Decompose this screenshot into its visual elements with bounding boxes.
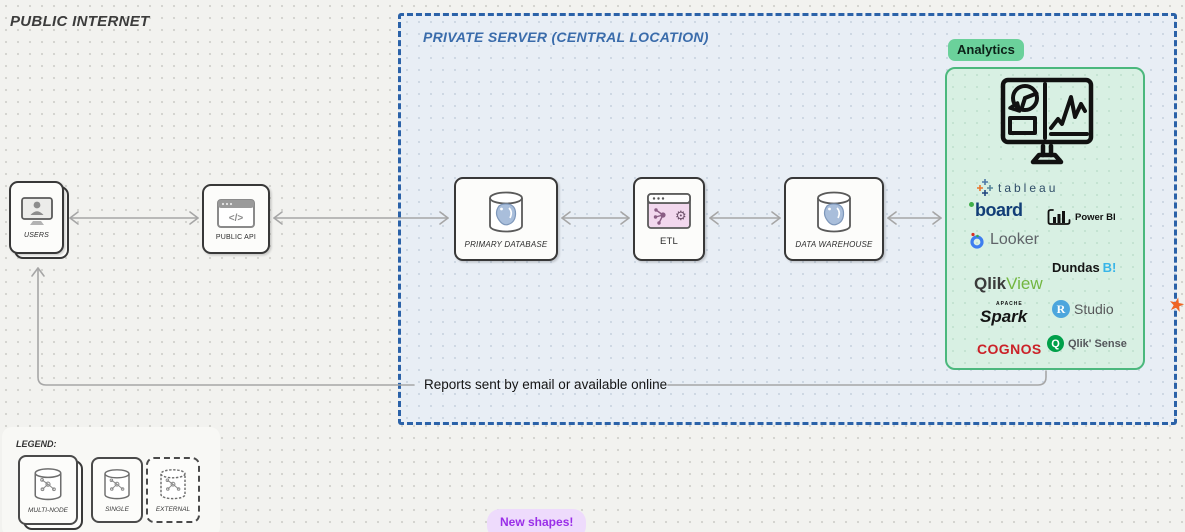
legend-single-label: SINGLE: [105, 506, 129, 513]
looker-wordmark: Looker: [990, 231, 1039, 248]
legend-multi-node[interactable]: MULTI-NODE: [18, 455, 83, 530]
dundas-bi-mark: B!: [1102, 260, 1117, 275]
logo-powerbi: Power BI: [1047, 208, 1116, 226]
user-monitor-icon: [20, 197, 53, 225]
cognos-wordmark: COGNOS: [977, 341, 1042, 357]
logo-tableau: tableau: [977, 179, 1058, 197]
logo-qliksense: Q Qlik' Sense: [1047, 335, 1127, 352]
logo-dundas: Dundas B!: [1052, 260, 1116, 275]
external-db-icon: [160, 469, 186, 500]
legend-title: LEGEND:: [16, 439, 57, 449]
qlikview-qlik: Qlik: [974, 274, 1007, 293]
node-data-warehouse[interactable]: DATA WAREHOUSE: [784, 177, 884, 261]
logo-spark: APACHE Spark ★: [980, 293, 1185, 327]
spark-apache: APACHE: [996, 301, 1023, 307]
node-etl[interactable]: ⚙ ETL: [633, 177, 705, 261]
logo-cognos: COGNOS: [977, 341, 1042, 357]
logo-board: board: [969, 200, 1023, 221]
new-shapes-badge[interactable]: New shapes!: [487, 509, 587, 532]
legend-panel: LEGEND: MULTI-NODE: [2, 427, 220, 532]
postgres-database-icon: [489, 191, 523, 232]
spark-star-icon: ★: [1165, 293, 1185, 318]
board-dot-icon: [969, 202, 974, 207]
private-server-label: PRIVATE SERVER (CENTRAL LOCATION): [423, 29, 709, 45]
analytics-badge[interactable]: Analytics: [948, 39, 1024, 61]
legend-external-label: EXTERNAL: [155, 506, 191, 513]
looker-icon: [970, 232, 984, 249]
single-db-icon: [104, 469, 130, 500]
primary-database-label: PRIMARY DATABASE: [464, 239, 548, 249]
rstudio-icon: R: [1052, 300, 1070, 318]
svg-text:</>: </>: [229, 213, 244, 224]
legend-external[interactable]: EXTERNAL: [146, 457, 200, 523]
spark-wordmark: Spark: [980, 307, 1028, 326]
rstudio-wordmark: Studio: [1074, 301, 1114, 317]
warehouse-database-icon: [817, 191, 851, 232]
dundas-wordmark: Dundas: [1052, 260, 1100, 275]
logo-rstudio: R Studio: [1052, 300, 1114, 318]
tableau-wordmark: tableau: [998, 181, 1059, 195]
public-internet-label: PUBLIC INTERNET: [10, 13, 150, 30]
etl-process-icon: ⚙: [647, 192, 691, 229]
qlikview-view: View: [1006, 274, 1043, 293]
data-warehouse-label: DATA WAREHOUSE: [795, 239, 873, 249]
public-api-label: PUBLIC API: [215, 233, 257, 241]
logo-qlikview: Qlik View: [974, 274, 1043, 294]
node-users[interactable]: USERS: [9, 181, 69, 259]
arrow-users-publicapi: [69, 211, 199, 225]
powerbi-wordmark: Power BI: [1075, 211, 1116, 223]
svg-text:⚙: ⚙: [675, 208, 687, 223]
dashboard-monitor-icon: [1000, 77, 1094, 165]
analytics-box[interactable]: tableau board Power BI Looker: [945, 67, 1185, 370]
qliksense-wordmark: Qlik' Sense: [1068, 337, 1127, 350]
tableau-icon: [977, 179, 993, 196]
public-api-icon: </>: [217, 198, 255, 228]
node-public-api[interactable]: </> PUBLIC API: [202, 184, 270, 254]
node-primary-database[interactable]: PRIMARY DATABASE: [454, 177, 558, 261]
legend-single[interactable]: SINGLE: [91, 457, 143, 523]
powerbi-icon: [1047, 209, 1071, 225]
board-wordmark: board: [975, 200, 1023, 220]
users-label: USERS: [23, 232, 50, 239]
multi-node-db-icon: [34, 468, 62, 501]
qliksense-icon: Q: [1047, 335, 1064, 352]
reports-label: Reports sent by email or available onlin…: [424, 377, 668, 392]
legend-multi-node-label: MULTI-NODE: [28, 507, 68, 514]
logo-looker: Looker: [969, 231, 1039, 249]
etl-label: ETL: [659, 235, 679, 247]
